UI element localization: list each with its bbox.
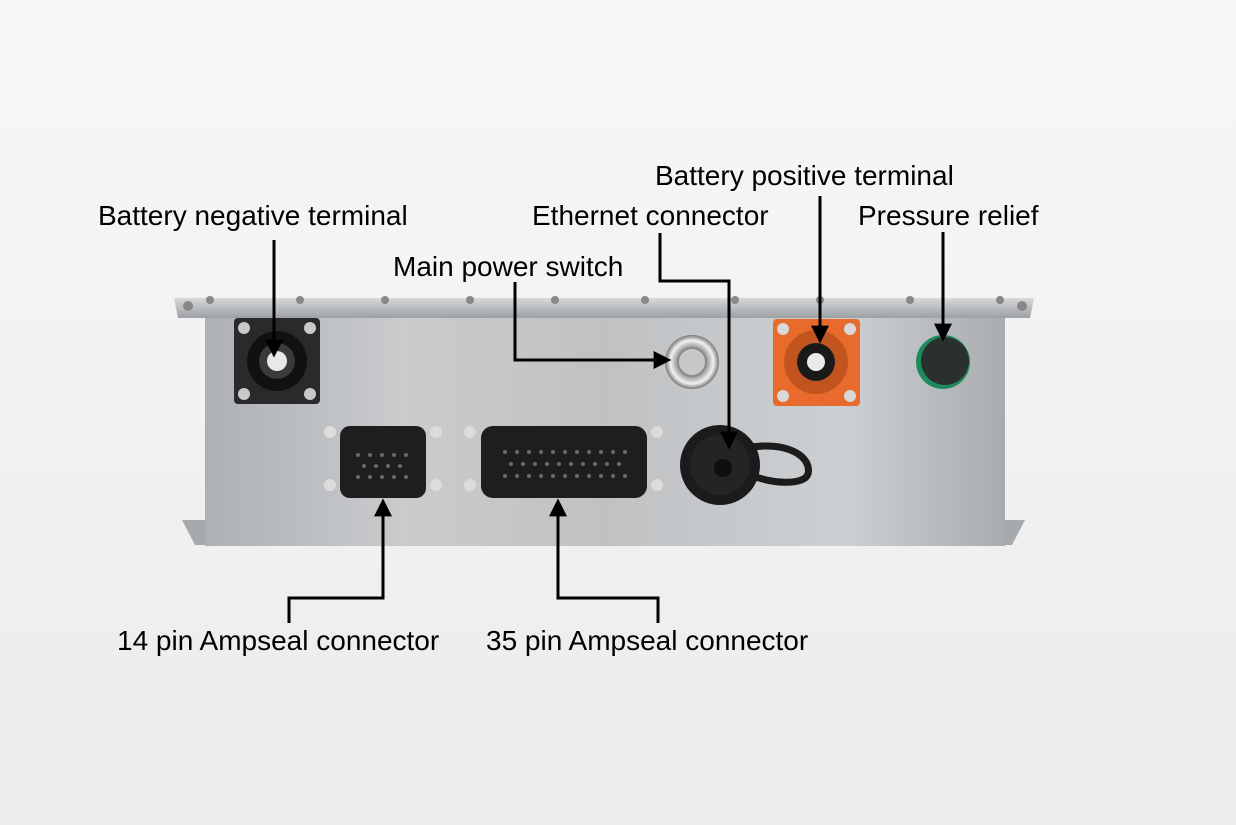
arrow-main-power-switch — [513, 282, 672, 369]
label-battery-negative-terminal: Battery negative terminal — [98, 200, 408, 231]
arrow-ethernet — [658, 233, 738, 450]
pressure-relief-valve — [916, 335, 970, 389]
battery-negative-terminal — [234, 318, 320, 404]
label-ampseal-35: 35 pin Ampseal connector — [486, 625, 809, 656]
callout-arrows — [265, 196, 952, 623]
ethernet-connector — [680, 425, 812, 505]
label-ethernet-connector: Ethernet connector — [532, 200, 769, 231]
battery-positive-terminal — [773, 319, 860, 406]
label-pressure-relief: Pressure relief — [858, 200, 1039, 231]
label-battery-positive-terminal: Battery positive terminal — [655, 160, 954, 191]
ampseal-14-connector — [324, 426, 442, 498]
label-main-power-switch: Main power switch — [393, 251, 624, 282]
label-ampseal-14: 14 pin Ampseal connector — [117, 625, 440, 656]
ampseal-35-connector — [464, 426, 663, 498]
main-power-switch — [665, 335, 719, 389]
arrow-ampseal-35 — [549, 498, 660, 623]
arrow-ampseal-14 — [287, 498, 392, 623]
